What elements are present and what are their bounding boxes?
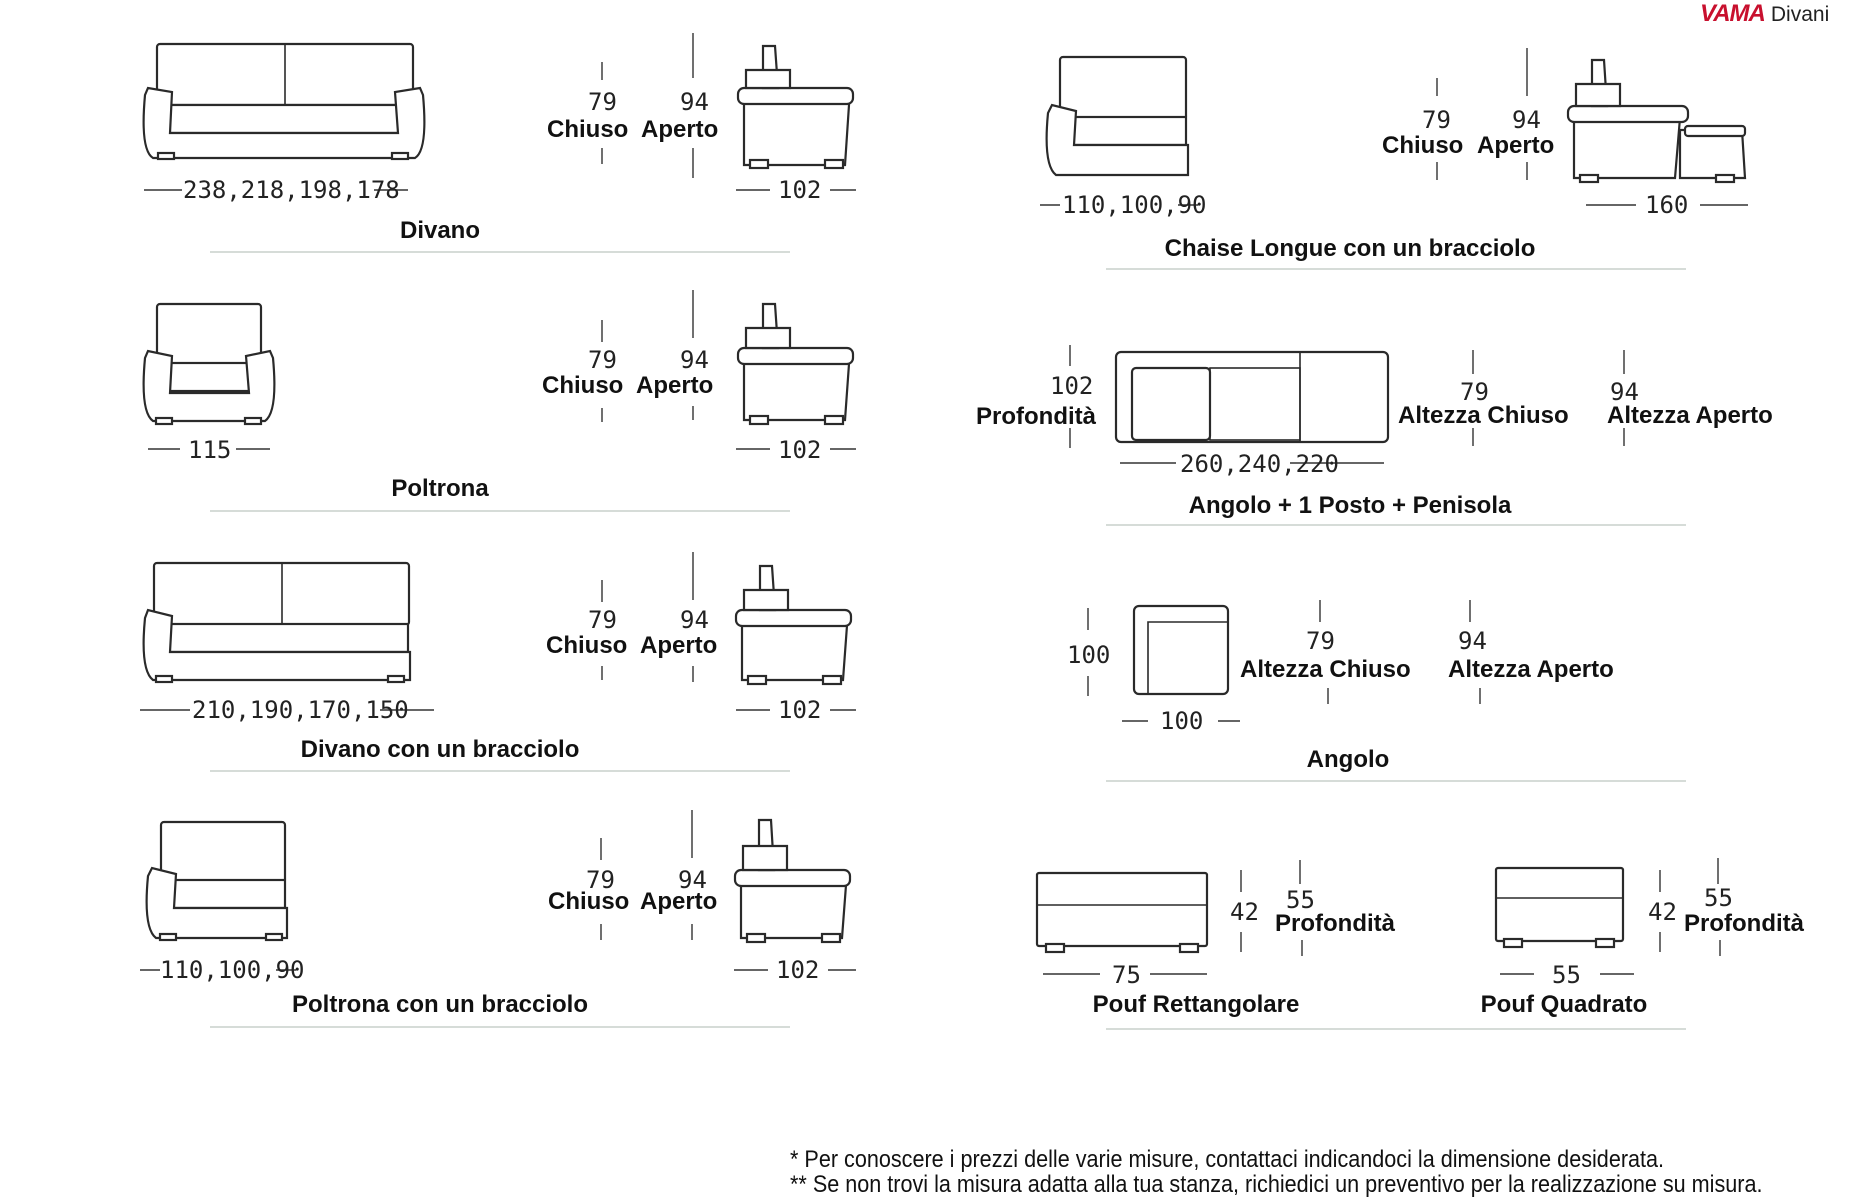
footnote-custom: ** Se non trovi la misura adatta alla tu… [790,1171,1763,1198]
separator [210,510,790,512]
poltrona-h-closed: 79 [588,346,617,374]
angolo-penisola-depth-label: Profondità [976,403,1096,430]
chaise-h-open: 94 [1512,106,1541,134]
dimension-lines [140,33,1748,975]
chaise-front-drawing [1045,55,1190,177]
separator [1106,1028,1686,1030]
poltrona-bracciolo-depth: 102 [776,956,820,984]
angolo-plan-drawing [1132,604,1230,696]
divano-bracciolo-h-closed: 79 [588,606,617,634]
divano-title: Divano [399,217,480,244]
chaise-depth: 160 [1645,191,1689,219]
divano-bracciolo-side-drawing [734,564,853,686]
divano-bracciolo-open-label: Aperto [640,632,718,659]
separator [1106,524,1686,526]
footnote-prices: * Per conoscere i prezzi delle varie mis… [790,1146,1665,1173]
poltrona-title: Poltrona [391,475,489,502]
poltrona-bracciolo-width: 110,100,90 [160,956,305,984]
poltrona-bracciolo-open-label: Aperto [640,888,718,915]
poltrona-bracciolo-title: Poltrona con un bracciolo [291,991,589,1018]
angolo-penisola-width: 260,240,220 [1180,450,1339,478]
divano-h-closed: 79 [588,88,617,116]
angolo-penisola-h-open-label: Altezza Aperto [1607,402,1773,429]
divano-closed-label: Chiuso [547,116,629,143]
divano-open-label: Aperto [641,116,719,143]
pouf-quad-depth-label: Profondità [1684,910,1804,937]
poltrona-width: 115 [188,436,232,464]
separator [1106,268,1686,270]
poltrona-bracciolo-h-closed: 79 [586,866,615,894]
chaise-open-label: Aperto [1477,132,1555,159]
pouf-rettangolare-drawing [1035,871,1209,954]
logo-brand: VAMA [1700,0,1766,27]
pouf-rett-width: 75 [1112,961,1141,989]
poltrona-bracciolo-front-drawing [145,820,289,942]
divano-bracciolo-front-drawing [142,561,412,684]
separator [210,1026,790,1028]
angolo-h-closed-label: Altezza Chiuso [1240,656,1411,683]
angolo-penisola-plan-drawing [1114,350,1390,444]
pouf-rett-depth: 55 [1286,886,1315,914]
pouf-quad-width: 55 [1552,961,1581,989]
chaise-width: 110,100,90 [1062,191,1207,219]
angolo-h-open: 94 [1458,627,1487,655]
divano-side-drawing [736,44,855,170]
divano-bracciolo-width: 210,190,170,150 [192,696,409,724]
chaise-side-drawing [1566,58,1747,184]
angolo-h-open-label: Altezza Aperto [1448,656,1614,683]
pouf-rett-depth-label: Profondità [1275,910,1395,937]
angolo-depth-value: 100 [1067,641,1111,669]
logo-suffix: Divani [1770,3,1830,26]
pouf-quad-title: Pouf Quadrato [1480,991,1648,1018]
divano-front-drawing [142,42,426,161]
chaise-h-closed: 79 [1422,106,1451,134]
divano-bracciolo-closed-label: Chiuso [546,632,628,659]
poltrona-open-label: Aperto [636,372,714,399]
angolo-penisola-h-closed-label: Altezza Chiuso [1398,402,1569,429]
angolo-penisola-title: Angolo + 1 Posto + Penisola [1188,492,1512,519]
pouf-quadrato-drawing [1494,866,1625,949]
divano-width: 238,218,198,178 [183,176,400,204]
pouf-rett-height: 42 [1230,898,1259,926]
poltrona-h-open: 94 [680,346,709,374]
angolo-penisola-h-closed: 79 [1460,378,1489,406]
poltrona-side-drawing [736,302,855,426]
poltrona-bracciolo-h-open: 94 [678,866,707,894]
angolo-width: 100 [1160,707,1204,735]
angolo-title: Angolo [1306,746,1390,773]
angolo-penisola-h-open: 94 [1610,378,1639,406]
poltrona-front-drawing [142,302,276,426]
poltrona-depth: 102 [778,436,822,464]
separator [210,770,790,772]
pouf-quad-height: 42 [1648,898,1677,926]
divano-bracciolo-h-open: 94 [680,606,709,634]
separator [1106,780,1686,782]
poltrona-bracciolo-closed-label: Chiuso [548,888,630,915]
pouf-rett-title: Pouf Rettangolare [1092,991,1300,1018]
angolo-h-closed: 79 [1306,627,1335,655]
divano-bracciolo-depth: 102 [778,696,822,724]
divano-bracciolo-title: Divano con un bracciolo [300,736,580,763]
poltrona-closed-label: Chiuso [542,372,624,399]
separator [210,251,790,253]
chaise-closed-label: Chiuso [1382,132,1464,159]
divano-h-open: 94 [680,88,709,116]
pouf-quad-depth: 55 [1704,884,1733,912]
angolo-penisola-depth-value: 102 [1050,372,1094,400]
chaise-title: Chaise Longue con un bracciolo [1164,235,1536,262]
poltrona-bracciolo-side-drawing [733,818,852,944]
divano-depth: 102 [778,176,822,204]
